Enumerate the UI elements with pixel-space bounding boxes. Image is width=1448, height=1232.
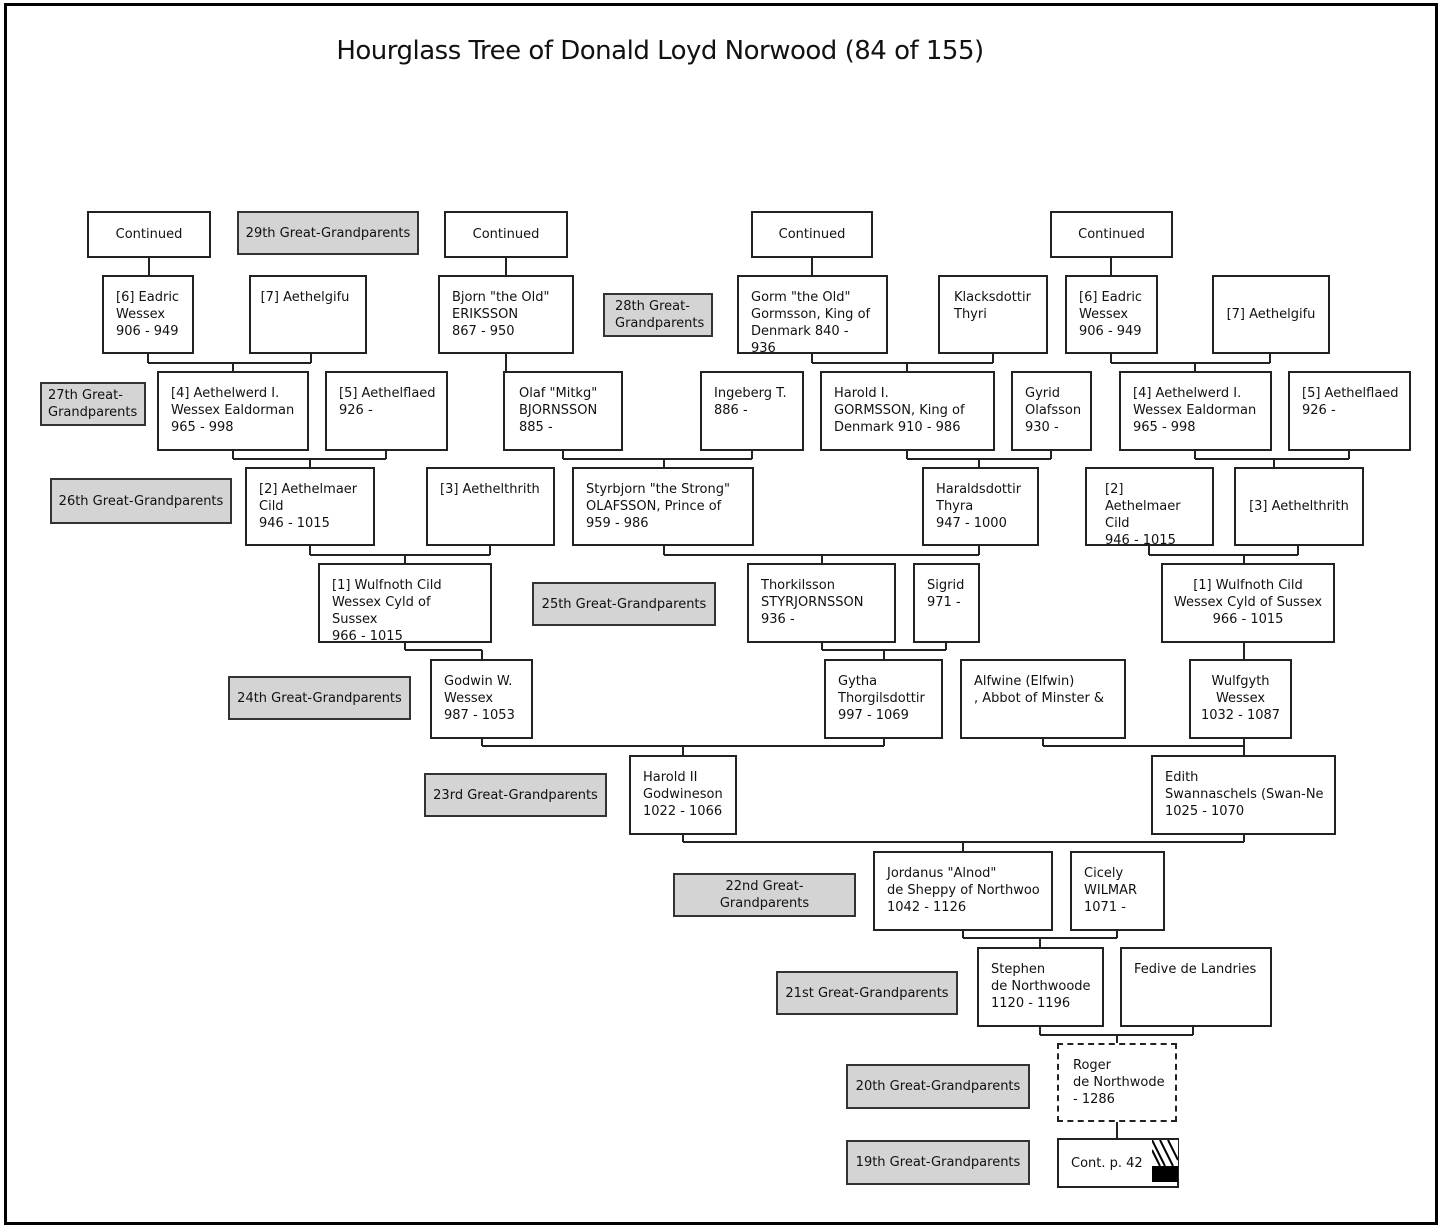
person-box-aethelgifu-right[interactable]: [7] Aethelgifu bbox=[1212, 275, 1330, 354]
person-box-haraldsdottir-thyra[interactable]: Haraldsdottir Thyra 947 - 1000 bbox=[922, 467, 1039, 546]
continuation-label: Cont. p. 42 bbox=[1071, 1156, 1143, 1171]
person-box-aethelflaed-right[interactable]: [5] Aethelflaed 926 - bbox=[1288, 371, 1411, 451]
page-frame bbox=[4, 3, 1438, 1225]
generation-label-25th: 25th Great-Grandparents bbox=[532, 582, 716, 626]
person-box-aethelmaer-right[interactable]: [2] Aethelmaer Cild 946 - 1015 bbox=[1085, 467, 1214, 546]
person-box-jordanus-alnod[interactable]: Jordanus "Alnod" de Sheppy of Northwoo 1… bbox=[873, 851, 1053, 931]
person-box-bjorn-eriksson[interactable]: Bjorn "the Old" ERIKSSON 867 - 950 bbox=[438, 275, 574, 354]
person-box-wulfnoth-left[interactable]: [1] Wulfnoth Cild Wessex Cyld of Sussex … bbox=[318, 563, 492, 643]
person-box-aethelthrith-left[interactable]: [3] Aethelthrith bbox=[426, 467, 555, 546]
person-box-aethelthrith-right[interactable]: [3] Aethelthrith bbox=[1234, 467, 1364, 546]
person-box-stephen-de-northwoode[interactable]: Stephen de Northwoode 1120 - 1196 bbox=[977, 947, 1104, 1027]
person-box-wulfnoth-right[interactable]: [1] Wulfnoth Cild Wessex Cyld of Sussex … bbox=[1161, 563, 1335, 643]
person-box-fedive-de-landries[interactable]: Fedive de Landries bbox=[1120, 947, 1272, 1027]
person-box-gyrid-olafsson[interactable]: Gyrid Olafsson 930 - bbox=[1011, 371, 1092, 451]
person-box-aethelflaed-left[interactable]: [5] Aethelflaed 926 - bbox=[325, 371, 448, 451]
person-box-aethelmaer-left[interactable]: [2] Aethelmaer Cild 946 - 1015 bbox=[245, 467, 375, 546]
person-box-wulfgyth-wessex[interactable]: Wulfgyth Wessex 1032 - 1087 bbox=[1189, 659, 1292, 739]
page-title: Hourglass Tree of Donald Loyd Norwood (8… bbox=[336, 36, 984, 66]
generation-label-27th: 27th Great- Grandparents bbox=[40, 382, 146, 426]
generation-label-23rd: 23rd Great-Grandparents bbox=[424, 773, 607, 817]
page-reference-icon bbox=[1152, 1140, 1178, 1182]
person-box-eadric-left[interactable]: [6] Eadric Wessex 906 - 949 bbox=[102, 275, 194, 354]
continued-box-3[interactable]: Continued bbox=[751, 211, 873, 258]
person-box-cicely-wilmar[interactable]: Cicely WILMAR 1071 - bbox=[1070, 851, 1165, 931]
generation-label-24th: 24th Great-Grandparents bbox=[228, 676, 411, 720]
person-box-harold-i-gormsson[interactable]: Harold I. GORMSSON, King of Denmark 910 … bbox=[820, 371, 995, 451]
person-box-edith-swannaschels[interactable]: Edith Swannaschels (Swan-Ne 1025 - 1070 bbox=[1151, 755, 1336, 835]
person-box-gorm-gormsson[interactable]: Gorm "the Old" Gormsson, King of Denmark… bbox=[737, 275, 888, 354]
person-box-styrbjorn[interactable]: Styrbjorn "the Strong" OLAFSSON, Prince … bbox=[572, 467, 754, 546]
generation-label-22nd: 22nd Great-Grandparents bbox=[673, 873, 856, 917]
person-box-godwin-wessex[interactable]: Godwin W. Wessex 987 - 1053 bbox=[430, 659, 533, 739]
person-box-roger-de-northwode[interactable]: Roger de Northwode - 1286 bbox=[1057, 1043, 1177, 1122]
generation-label-20th: 20th Great-Grandparents bbox=[846, 1064, 1030, 1109]
person-box-sigrid[interactable]: Sigrid 971 - bbox=[913, 563, 980, 643]
person-box-ingeberg[interactable]: Ingeberg T. 886 - bbox=[700, 371, 804, 451]
person-box-gytha-thorgilsdottir[interactable]: Gytha Thorgilsdottir 997 - 1069 bbox=[824, 659, 943, 739]
person-box-harold-ii-godwineson[interactable]: Harold II Godwineson 1022 - 1066 bbox=[629, 755, 737, 835]
generation-label-26th: 26th Great-Grandparents bbox=[50, 478, 232, 524]
continued-box-4[interactable]: Continued bbox=[1050, 211, 1173, 258]
person-box-aethelwerd-left[interactable]: [4] Aethelwerd I. Wessex Ealdorman 965 -… bbox=[157, 371, 309, 451]
generation-label-19th: 19th Great-Grandparents bbox=[846, 1140, 1030, 1185]
person-box-thorkilsson[interactable]: Thorkilsson STYRJORNSSON 936 - bbox=[747, 563, 896, 643]
generation-label-28th: 28th Great- Grandparents bbox=[603, 293, 713, 337]
continued-box-1[interactable]: Continued bbox=[87, 211, 211, 258]
generation-label-29th: 29th Great-Grandparents bbox=[237, 211, 419, 255]
generation-label-21st: 21st Great-Grandparents bbox=[776, 971, 958, 1015]
person-box-olaf-bjornsson[interactable]: Olaf "Mitkg" BJORNSSON 885 - bbox=[503, 371, 623, 451]
person-box-klacksdottir-thyri[interactable]: Klacksdottir Thyri bbox=[938, 275, 1048, 354]
person-box-eadric-right[interactable]: [6] Eadric Wessex 906 - 949 bbox=[1065, 275, 1158, 354]
person-box-aethelgifu-left[interactable]: [7] Aethelgifu bbox=[249, 275, 367, 354]
continued-box-2[interactable]: Continued bbox=[444, 211, 568, 258]
person-box-aethelwerd-right[interactable]: [4] Aethelwerd I. Wessex Ealdorman 965 -… bbox=[1119, 371, 1272, 451]
person-box-alfwine[interactable]: Alfwine (Elfwin) , Abbot of Minster & bbox=[960, 659, 1126, 739]
